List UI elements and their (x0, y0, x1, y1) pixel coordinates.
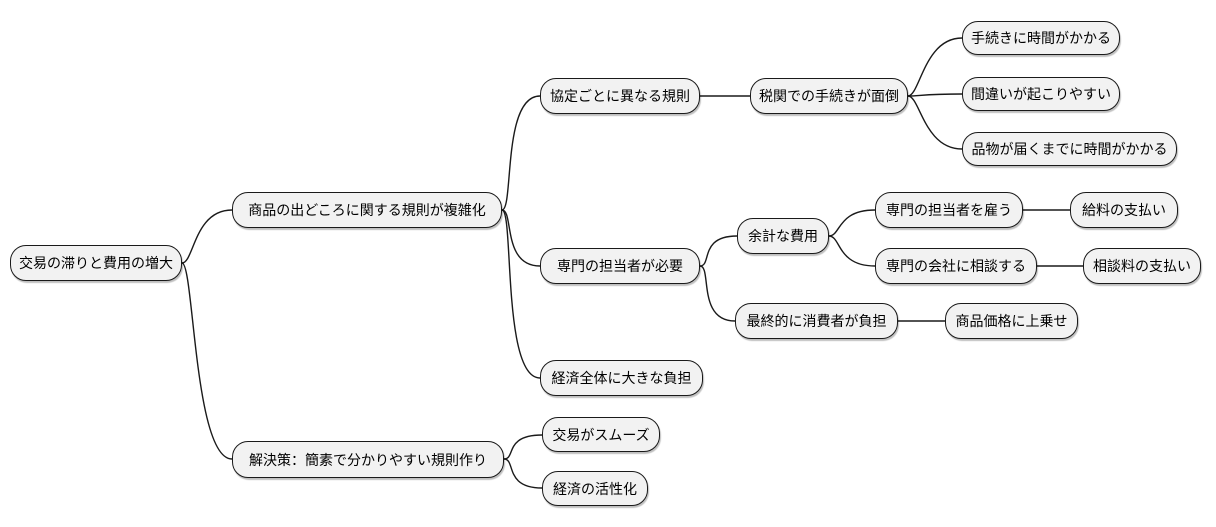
link-origin-rules-to-specialist-needed (501, 209, 541, 267)
link-customs-to-mistakes (907, 93, 963, 97)
node-mistakes-likely: 間違いが起こりやすい (962, 77, 1120, 111)
node-solution-simple-rules: 解決策：簡素で分かりやすい規則作り (232, 441, 504, 478)
link-customs-to-procedures-time (907, 37, 963, 97)
node-hire-specialist: 専門の担当者を雇う (875, 192, 1023, 228)
node-customs-procedures-hassle: 税関での手続きが面倒 (750, 78, 908, 114)
link-root-to-origin-rules (181, 209, 233, 264)
link-solution-to-vitalization (503, 458, 543, 489)
node-economic-vitalization: 経済の活性化 (542, 471, 648, 506)
link-solution-to-smooth-trade (503, 434, 543, 460)
link-origin-rules-to-agreement-rules (501, 95, 541, 211)
link-customs-to-delivery-time (907, 95, 963, 150)
node-delivery-takes-time: 品物が届くまでに時間がかかる (962, 132, 1177, 166)
link-specialist-to-extra-cost (699, 235, 738, 267)
node-specialist-needed: 専門の担当者が必要 (540, 248, 700, 284)
link-root-to-solution (181, 262, 233, 460)
node-consult-firm: 専門の会社に相談する (875, 248, 1037, 284)
link-origin-rules-to-economy-burden (501, 209, 541, 379)
node-origin-rules-complex: 商品の出どころに関する規則が複雑化 (232, 192, 502, 228)
node-consumer-bears-cost: 最終的に消費者が負担 (735, 303, 898, 339)
node-extra-cost: 余計な費用 (737, 218, 829, 254)
node-different-rules-per-agreement: 協定ごとに異なる規則 (540, 78, 700, 114)
node-salary-payment: 給料の支払い (1070, 192, 1178, 228)
node-procedures-take-time: 手続きに時間がかかる (962, 21, 1120, 55)
node-added-to-price: 商品価格に上乗せ (945, 303, 1078, 339)
node-burden-on-economy: 経済全体に大きな負担 (540, 360, 703, 396)
link-extra-cost-to-consult (828, 235, 876, 267)
node-root-trade-delay-cost: 交易の滞りと費用の増大 (10, 245, 182, 281)
node-consulting-fee: 相談料の支払い (1083, 248, 1201, 284)
link-specialist-to-consumer-bears (699, 265, 736, 322)
node-smooth-trade: 交易がスムーズ (542, 417, 660, 452)
link-extra-cost-to-hire (828, 209, 876, 237)
